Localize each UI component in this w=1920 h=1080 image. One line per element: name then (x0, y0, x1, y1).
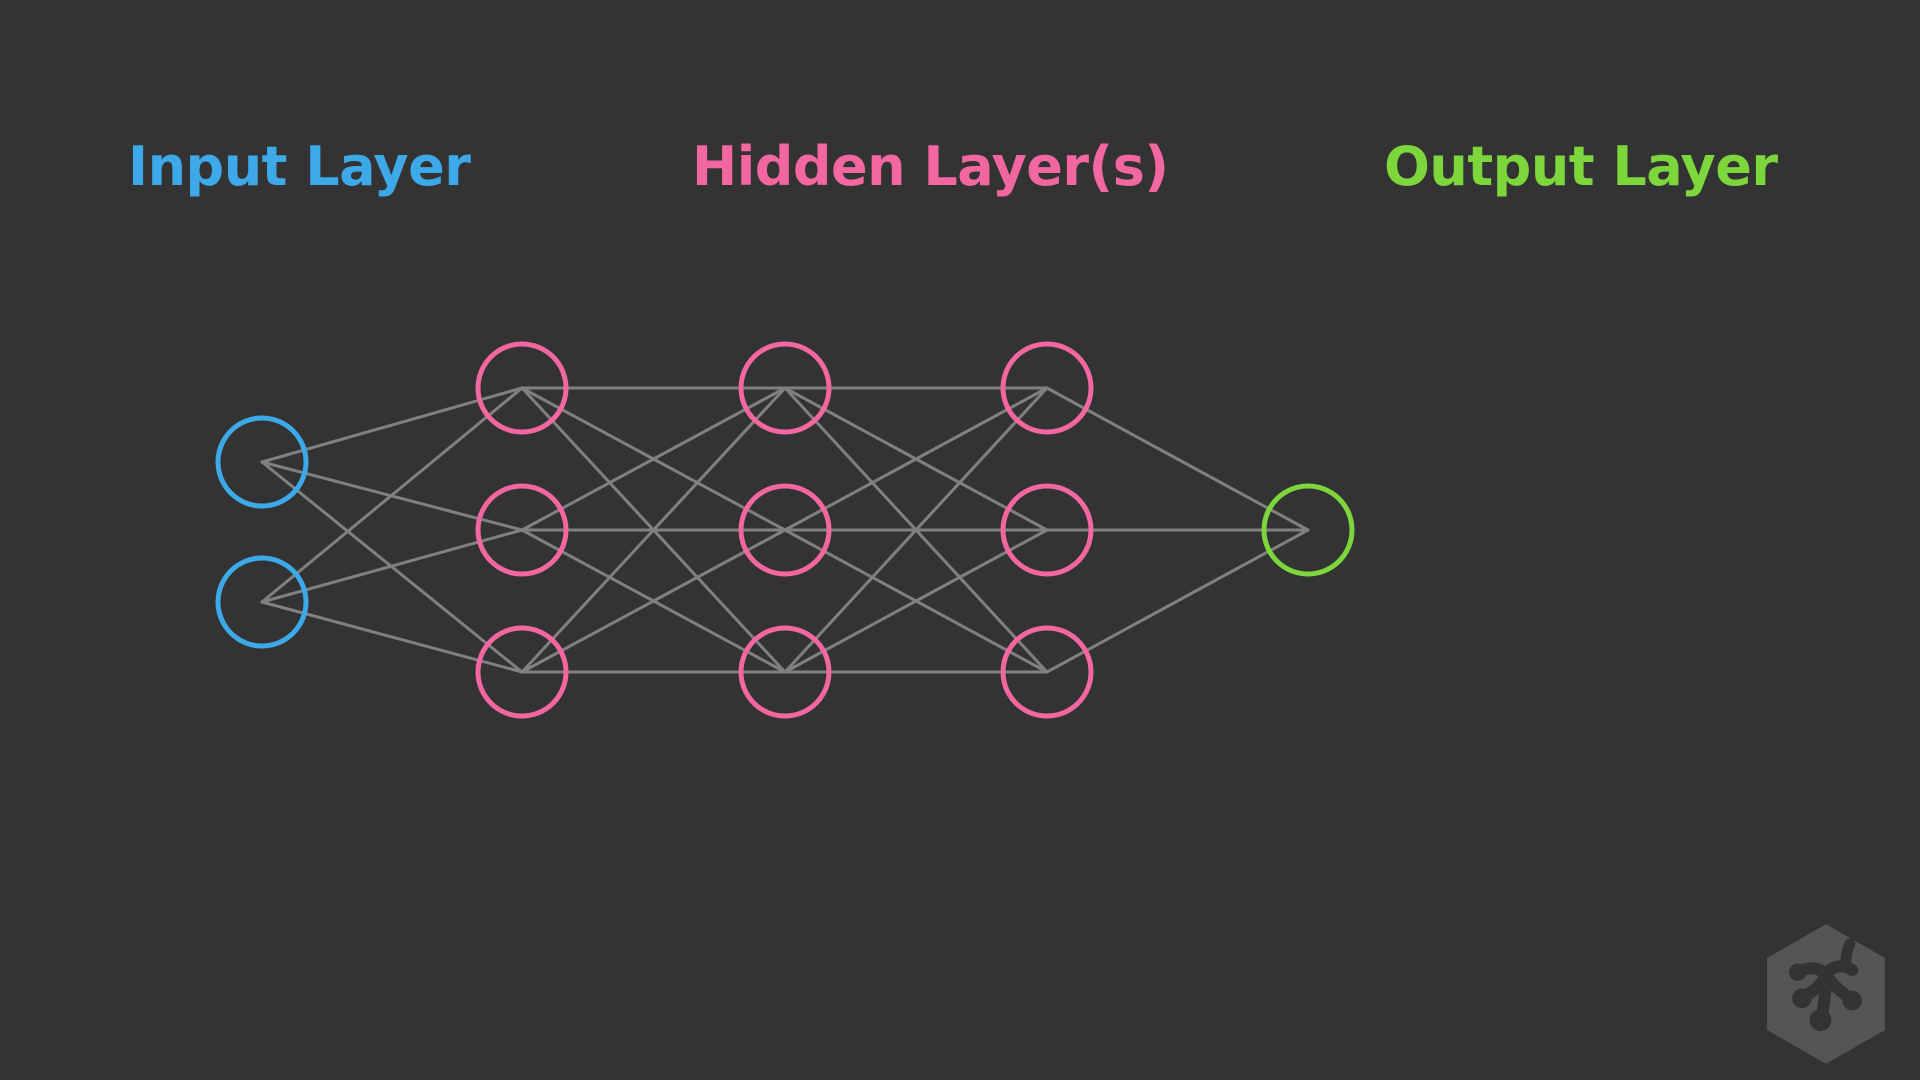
connection-edge (260, 528, 524, 604)
connection-edge (783, 386, 1049, 532)
connection-edge (260, 386, 524, 464)
connection-edge (260, 600, 524, 674)
connection-edge (520, 528, 787, 674)
neuron-node-hidden (475, 341, 569, 435)
neuron-node-hidden (1000, 341, 1094, 435)
neuron-node-hidden (738, 483, 832, 577)
connection-edge (783, 386, 1049, 674)
neuron-node-hidden (738, 341, 832, 435)
neuron-node-hidden (738, 625, 832, 719)
connection-edge (1045, 386, 1310, 532)
connection-edge (520, 386, 787, 674)
connection-edge (520, 386, 787, 532)
neuron-node-hidden (475, 625, 569, 719)
neuron-node-hidden (475, 483, 569, 577)
connection-edge (260, 386, 524, 604)
connection-edge (783, 528, 1049, 674)
neuron-node-hidden (1000, 483, 1094, 577)
neuron-node-input (215, 555, 309, 649)
neuron-node-hidden (1000, 625, 1094, 719)
node-group (215, 341, 1355, 719)
connection-edge (1045, 528, 1310, 674)
neuron-node-input (215, 415, 309, 509)
neuron-node-output (1261, 483, 1355, 577)
